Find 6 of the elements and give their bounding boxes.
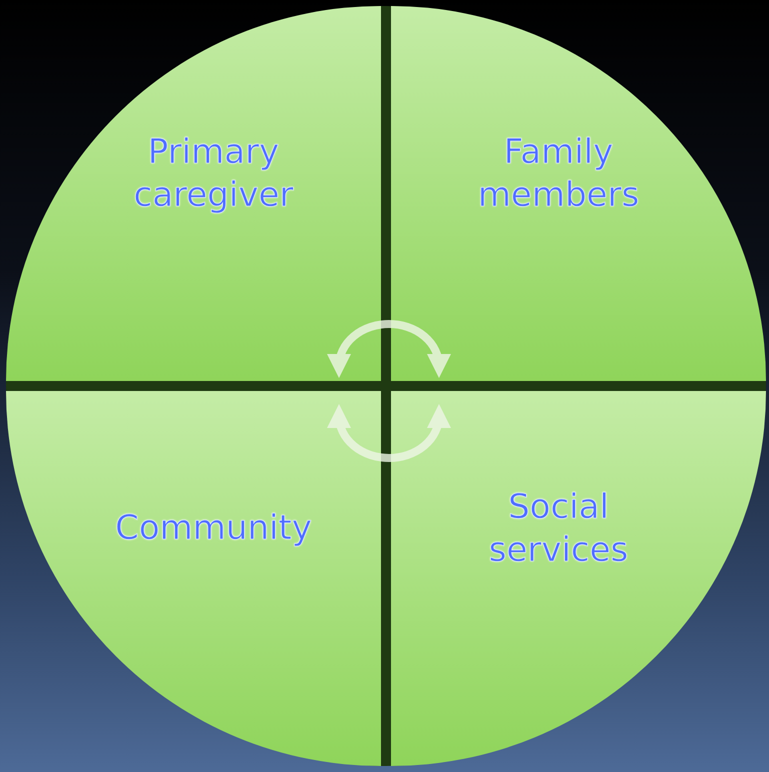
curved-arrow [328, 320, 450, 378]
quadrant-label: Family members [476, 131, 640, 216]
curved-arrow [328, 404, 450, 462]
quadrant-label: Social services [488, 486, 630, 571]
quadrant-label: Community [115, 507, 312, 550]
quadrant-label: Primary caregiver [132, 131, 294, 216]
